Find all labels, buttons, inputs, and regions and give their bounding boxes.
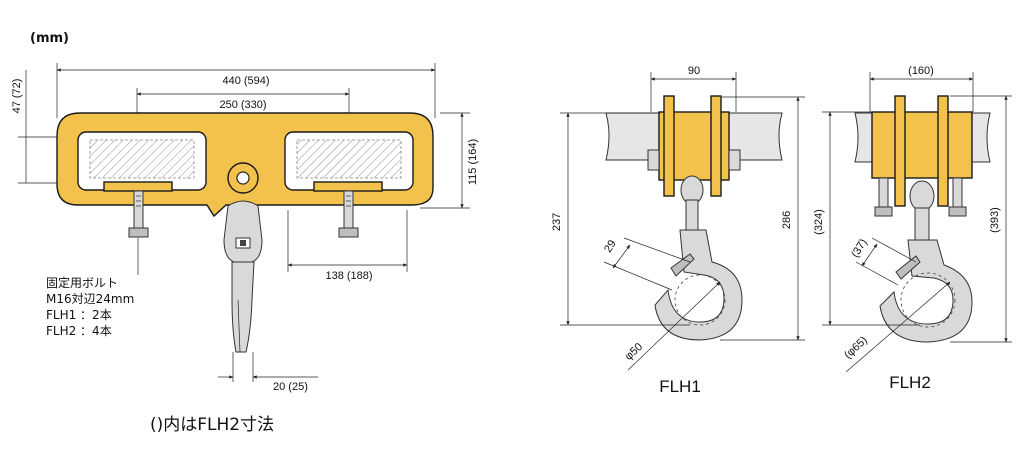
flh2-title: FLH2 bbox=[889, 373, 931, 392]
bolt-note-line3: FLH1 ：2本 bbox=[46, 308, 112, 322]
flh1-plate-left bbox=[663, 95, 675, 197]
flh1-hook bbox=[654, 229, 743, 341]
flh1-dim-height-right-text: 286 bbox=[781, 211, 793, 229]
left-clamp-pad bbox=[103, 181, 173, 192]
flh1-view: 90 237 286 bbox=[551, 65, 805, 396]
right-beam-section bbox=[296, 139, 402, 179]
dim-inner-width-text: 250 (330) bbox=[219, 99, 266, 111]
dim-overall-width-text: 440 (594) bbox=[222, 75, 269, 87]
flh2-swivel bbox=[909, 180, 935, 212]
front-view: 440 (594) 250 (330) 47 (72) 115 (164) bbox=[11, 63, 479, 393]
flh1-title: FLH1 bbox=[659, 377, 701, 396]
left-bolt bbox=[128, 190, 149, 238]
center-eye-hole bbox=[236, 171, 250, 185]
flh2-bolt-left bbox=[878, 177, 889, 209]
unit-label: (mm) bbox=[30, 31, 69, 46]
right-clamp-pad bbox=[313, 181, 383, 192]
flh1-shank bbox=[685, 199, 699, 231]
flh2-dim-opening: (37) bbox=[849, 237, 917, 286]
front-hook bbox=[223, 200, 263, 353]
flh2-bolt-left-head bbox=[874, 206, 893, 217]
flh2-dim-diameter-text: (φ65) bbox=[842, 334, 870, 361]
flh2-bolt-right-head bbox=[948, 206, 967, 217]
flh1-dim-width: 90 bbox=[650, 65, 737, 112]
flh2-dim-height-left: (324) bbox=[813, 111, 920, 326]
bolt-note-line2: M16対辺24mm bbox=[46, 292, 134, 306]
bolt-note: 固定用ボルト M16対辺24mm FLH1 ：2本 FLH2 ：4本 bbox=[46, 238, 139, 338]
flh1-plate-right bbox=[710, 95, 722, 197]
bolt-note-line4: FLH2 ：4本 bbox=[46, 324, 112, 338]
flh2-plate-left bbox=[894, 95, 906, 207]
flh2-plate-right bbox=[937, 95, 949, 207]
flh1-dim-height-left-text: 237 bbox=[551, 213, 563, 231]
flh1-nut-right bbox=[728, 149, 741, 171]
footnote: ()内はFLH2寸法 bbox=[150, 415, 274, 435]
dim-bolt-offset: 138 (188) bbox=[287, 210, 408, 282]
flh1-latch bbox=[670, 253, 695, 277]
flh1-dim-height-right: 286 bbox=[720, 96, 805, 341]
flh2-view: (160) (324) (393) bbox=[813, 65, 1012, 392]
flh2-dim-opening-text: (37) bbox=[849, 237, 870, 260]
flh1-ring bbox=[674, 274, 726, 326]
flh2-shank bbox=[914, 207, 930, 241]
left-beam-section bbox=[89, 139, 195, 179]
flh2-latch bbox=[895, 255, 921, 280]
dim-hook-width-text: 20 (25) bbox=[273, 381, 308, 393]
dim-height: 115 (164) bbox=[420, 112, 479, 209]
flh2-dim-width-text: (160) bbox=[908, 65, 934, 77]
flh1-dim-height-left: 237 bbox=[551, 112, 690, 326]
flh2-clamp bbox=[871, 111, 973, 179]
right-bolt bbox=[338, 190, 359, 238]
dim-overall-width: 440 (594) bbox=[56, 63, 436, 118]
flh2-ring bbox=[900, 272, 956, 328]
bolt-note-line1: 固定用ボルト bbox=[46, 275, 118, 290]
flh2-dim-height-right: (393) bbox=[950, 95, 1012, 343]
flh1-dim-opening-text: 29 bbox=[602, 238, 619, 255]
flh1-nut-left bbox=[647, 149, 660, 171]
flh2-dim-height-right-text: (393) bbox=[989, 207, 1001, 233]
flh1-dim-width-text: 90 bbox=[688, 65, 700, 77]
dim-hook-width: 20 (25) bbox=[218, 352, 318, 393]
flh1-dim-diameter-text: φ50 bbox=[623, 341, 645, 363]
flh1-dim-opening: 29 bbox=[602, 237, 691, 291]
flh2-hook bbox=[879, 239, 973, 343]
dim-top-height-text: 47 (72) bbox=[11, 79, 23, 114]
dim-bolt-offset-text: 138 (188) bbox=[325, 270, 372, 282]
dim-height-text: 115 (164) bbox=[467, 139, 479, 185]
flh2-dim-width: (160) bbox=[869, 65, 974, 112]
flh2-dim-height-left-text: (324) bbox=[813, 209, 825, 235]
flh2-bolt-right bbox=[952, 177, 963, 209]
